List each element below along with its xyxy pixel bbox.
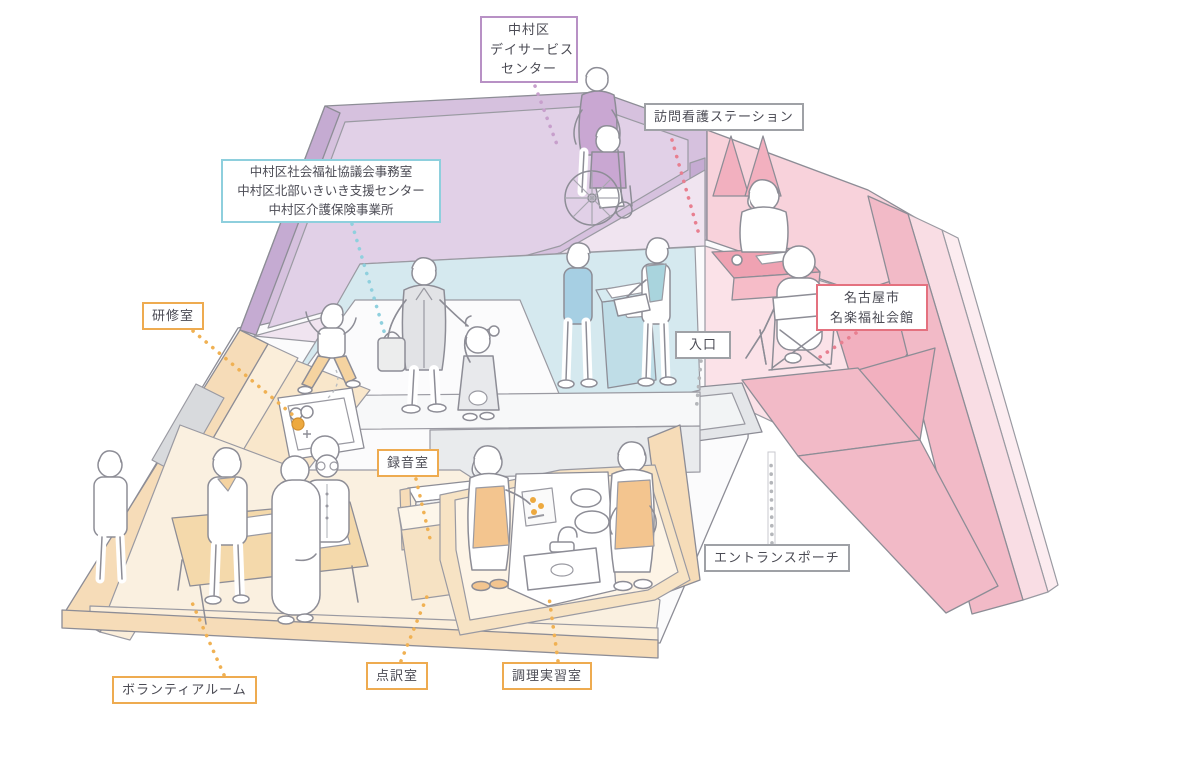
person-elderly-man [204,446,250,605]
label-meiraku: 名古屋市 名楽福祉会館 [816,284,928,331]
person-blue-sweater [557,242,598,389]
label-volunteer: ボランティアルーム [112,676,257,704]
person-receptionist [739,179,789,253]
person-far-left [93,450,128,584]
person-girl [457,315,500,422]
kenshu-mat [277,369,365,461]
person-wheelchair-user [564,124,633,226]
label-tenyaku: 点訳室 [366,662,429,690]
leader-houkan [670,138,702,240]
boccia-ball-icon [291,417,305,431]
wheelchair-icon [564,149,633,226]
leader-lines [188,76,858,677]
leader-kenshu [191,329,296,418]
leader-meiraku [818,331,858,359]
glasses-icon [316,461,326,471]
label-iriguchi: 入口 [675,331,732,359]
label-rokuon: 録音室 [377,449,440,477]
kitchen-island [507,471,617,607]
label-entrance-porch: エントランスポーチ [704,544,850,572]
leader-tenyaku [399,592,430,663]
person-cook-right [609,441,657,592]
faucet-icon [557,526,578,543]
leader-rokuon [414,477,433,545]
person-back-view [271,455,321,625]
person-cook-left [467,445,531,592]
label-dayservice: 中村区 デイサービス センター [480,16,578,83]
label-houkan: 訪問看護ステーション [644,103,804,131]
teacup-icon [731,254,743,266]
bowl-icon [574,510,610,534]
label-chori: 調理実習室 [502,662,593,690]
person-jumping-kid [297,303,361,395]
paper-icon [613,293,651,317]
person-teal-vest [613,237,677,387]
leader-entrance-porch [769,456,774,545]
label-kenshu: 研修室 [142,302,205,330]
bag-icon [377,331,406,372]
sink-icon [523,547,601,591]
bowl-icon [570,488,602,508]
leader-shakyo [350,222,388,340]
label-shakyo: 中村区社会福祉協議会事務室 中村区北部いきいき支援センター 中村区介護保険事業所 [221,159,441,224]
leader-iriguchi [694,359,703,414]
leader-volunteer [188,596,226,677]
pouch-icon [468,390,488,406]
